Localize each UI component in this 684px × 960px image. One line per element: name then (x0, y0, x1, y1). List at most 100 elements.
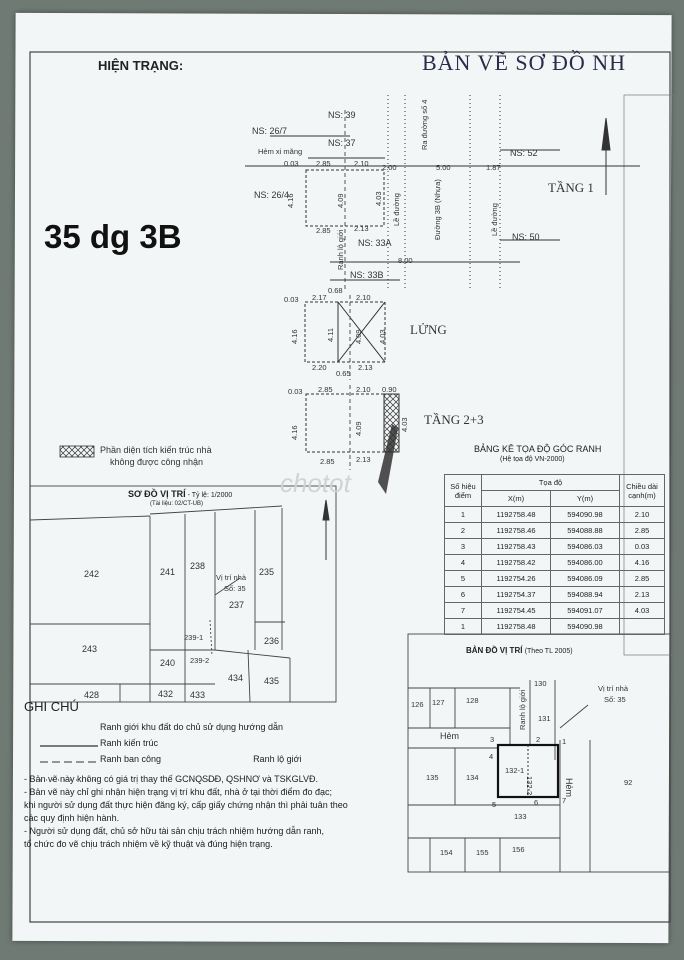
dim: 2.10 (356, 293, 371, 302)
coord-cell-l: 4.16 (619, 554, 665, 571)
pm-point: 1 (562, 737, 567, 746)
dim: 8.00 (398, 256, 413, 265)
coord-cell-l: 0.03 (619, 538, 665, 555)
label-road-out: Ra đường số 4 (420, 99, 429, 150)
parcel-label: 435 (264, 676, 280, 686)
position-map-ranh: Ranh lộ giới (518, 689, 527, 730)
coord-cell-y: 594088.94 (550, 586, 620, 603)
dim: 0.65 (336, 369, 351, 378)
label-road-3b: Đường 3B (Nhựa) (433, 179, 442, 240)
label-hem: Hẻm xi măng (258, 147, 303, 156)
parcel-label: 241 (160, 567, 176, 577)
coord-cell-p: 2 (444, 522, 482, 539)
coord-cell-y: 594091.07 (550, 602, 620, 619)
dim: 4.03 (378, 329, 387, 344)
hatch-legend-line-2: không được công nhận (110, 457, 203, 467)
location-map-site-label: Vị trí nhà (216, 573, 247, 582)
coord-cell-l: 2.13 (619, 586, 665, 603)
pm-parcel: 132-2 (525, 776, 534, 796)
pm-point: 6 (534, 798, 539, 807)
label-ns264: NS: 26/4 (254, 190, 290, 200)
hatch-legend-line-1: Phần diện tích kiến trúc nhà (100, 445, 212, 455)
coord-table-title: BẢNG KÊ TỌA ĐỘ GÓC RANH (474, 444, 602, 454)
dim: 0.68 (328, 286, 343, 295)
notes-section: GHI CHÚ Ranh giới khu đất do chủ sử dụng… (24, 700, 409, 851)
dim: 4.11 (326, 327, 335, 342)
parcel-label: 243 (82, 644, 98, 654)
pm-parcel: 132-1 (505, 766, 525, 775)
th-x: X(m) (481, 490, 551, 507)
dim: 4.16 (290, 329, 299, 344)
coord-cell-l: 2.10 (619, 506, 665, 523)
pm-parcel: 135 (426, 773, 439, 782)
pm-parcel: 133 (514, 812, 527, 821)
coord-cell-p: 5 (444, 570, 482, 587)
dim: 4.09 (354, 421, 363, 436)
legend-balcony-boundary: Ranh ban công Ranh lộ giới (24, 751, 409, 767)
coord-cell-l: 2.85 (619, 570, 665, 587)
coord-cell-p: 1 (444, 506, 482, 523)
coord-cell-y: 594086.09 (550, 570, 620, 587)
coord-cell-x: 1192754.26 (481, 570, 551, 587)
dim: 2.85 (318, 385, 333, 394)
dim: 2.10 (356, 385, 371, 394)
coord-cell-y: 594090.98 (550, 506, 620, 523)
coord-cell-x: 1192758.46 (481, 522, 551, 539)
pm-parcel: 156 (512, 845, 525, 854)
pm-parcel: 92 (624, 778, 633, 787)
label-ns37: NS: 37 (328, 138, 356, 148)
coord-cell-l (619, 618, 665, 635)
dim: 2.85 (316, 159, 331, 168)
legend-balcony-label: Ranh ban công (100, 753, 162, 764)
dim: 2.10 (354, 159, 369, 168)
position-map-title: BẢN ĐỒ VỊ TRÍ (Theo TL 2005) (466, 646, 573, 655)
position-map-alley-2: Hẻm (564, 778, 574, 798)
dim: 4.16 (286, 193, 295, 208)
dim: 0.03 (284, 159, 299, 168)
floor-label-2-3: TẦNG 2+3 (424, 412, 484, 427)
pm-parcel: 131 (538, 714, 551, 723)
coord-cell-p: 7 (444, 602, 482, 619)
label-ns267: NS: 26/7 (252, 126, 288, 136)
notes-heading: GHI CHÚ (24, 699, 79, 714)
coord-cell-x: 1192754.45 (481, 602, 551, 619)
dim: 0.03 (288, 387, 303, 396)
coord-cell-l: 2.85 (619, 522, 665, 539)
dim: 2.13 (356, 455, 371, 464)
pm-parcel: 127 (432, 698, 445, 707)
dim: 4.03 (374, 191, 383, 206)
pm-parcel: 155 (476, 848, 489, 857)
coord-cell-p: 6 (444, 586, 482, 603)
label-ns52: NS: 52 (510, 148, 538, 158)
parcel-label: 242 (84, 569, 100, 579)
pm-parcel: 128 (466, 696, 479, 705)
dim: 2.17 (312, 293, 327, 302)
coord-cell-x: 1192758.48 (481, 506, 551, 523)
pm-point: 2 (536, 735, 541, 744)
parcel-label: 433 (190, 690, 206, 700)
position-map-site-no: Số: 35 (604, 695, 626, 704)
dim: 2.13 (354, 224, 369, 233)
coord-cell-p: 4 (444, 554, 482, 571)
note-line: tổ chức đo vẽ chịu trách nhiệm về kỹ thu… (24, 839, 273, 849)
coord-table: Số hiệu điểm Tọa độ Chiều dài cạnh(m) X(… (444, 474, 665, 635)
pm-parcel: 126 (411, 700, 424, 709)
parcel-label: 432 (158, 689, 174, 699)
dim: 4.09 (336, 193, 345, 208)
location-map-site-no: Số: 35 (224, 584, 246, 593)
legend-architecture-boundary: Ranh kiến trúc (100, 737, 159, 748)
parcel-label: 239-1 (184, 633, 204, 642)
handwritten-address: 35 dg 3B (44, 218, 182, 255)
parcel-label: 236 (264, 636, 280, 646)
pm-point: 4 (489, 752, 494, 761)
th-length: Chiều dài cạnh(m) (619, 474, 665, 507)
parcel-label: 240 (160, 658, 176, 668)
label-ns33b: NS: 33B (350, 270, 384, 280)
parcel-label: 239-2 (190, 656, 210, 665)
